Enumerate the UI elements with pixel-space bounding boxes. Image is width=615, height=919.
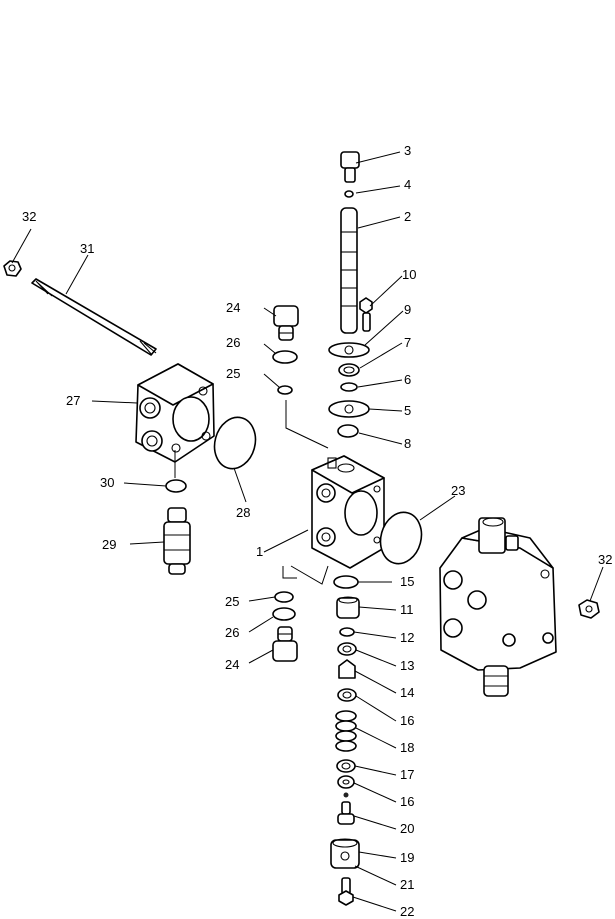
- callout-12: 12: [400, 630, 414, 645]
- callout-1: 1: [256, 544, 263, 559]
- nut-part-32-right: [578, 599, 600, 619]
- callout-26-upper: 26: [226, 335, 240, 350]
- callout-16-upper: 16: [400, 713, 414, 728]
- callout-6: 6: [404, 372, 411, 387]
- callout-20: 20: [400, 821, 414, 836]
- callout-30: 30: [100, 475, 114, 490]
- callout-13: 13: [400, 658, 414, 673]
- seat-part-14: [338, 659, 356, 679]
- cap-part-21: [330, 838, 360, 869]
- bolt-part-22: [338, 877, 354, 906]
- callout-9: 9: [404, 302, 411, 317]
- valve-assembly-view: [439, 517, 557, 697]
- callout-19: 19: [400, 850, 414, 865]
- flange-part-5: [328, 400, 370, 418]
- callout-18: 18: [400, 740, 414, 755]
- callout-32-left: 32: [22, 209, 36, 224]
- callout-5: 5: [404, 403, 411, 418]
- ring-part-4: [344, 190, 354, 198]
- callout-3: 3: [404, 143, 411, 158]
- nut-part-32-left: [3, 260, 22, 277]
- valve-cartridge-part-29: [163, 507, 191, 575]
- o-ring-part-30: [165, 479, 187, 493]
- callout-24-upper: 24: [226, 300, 240, 315]
- callout-23: 23: [451, 483, 465, 498]
- callout-28: 28: [236, 505, 250, 520]
- callout-7: 7: [404, 335, 411, 350]
- callout-numbers: 3 4 2 10 9 7 6 5 8 32 31 24 26 25 27 30 …: [22, 143, 612, 919]
- stopper-bolt-part-20: [337, 801, 355, 825]
- ring-part-13: [337, 642, 357, 656]
- end-cover-part-27: [135, 363, 215, 463]
- o-ring-part-25-upper: [277, 385, 293, 395]
- valve-body-part-1: [311, 455, 385, 569]
- leader-lines: [11, 151, 604, 912]
- ring-part-17: [336, 759, 356, 773]
- o-ring-part-26-upper: [272, 350, 298, 364]
- o-ring-part-12: [339, 627, 355, 637]
- plug-part-24-lower: [272, 626, 298, 662]
- flange-part-9: [328, 342, 370, 358]
- o-ring-part-8: [337, 424, 359, 438]
- o-ring-part-25-lower: [274, 591, 294, 603]
- o-ring-part-26-lower: [272, 607, 296, 621]
- callout-24-lower: 24: [225, 657, 239, 672]
- retainer-part-16-lower: [337, 775, 355, 789]
- callout-26-lower: 26: [225, 625, 239, 640]
- callout-22: 22: [400, 904, 414, 919]
- callout-29: 29: [102, 537, 116, 552]
- callout-2: 2: [404, 209, 411, 224]
- gasket-part-23: [379, 511, 423, 565]
- stud-bolt-part-31: [31, 278, 157, 356]
- ring-part-7: [338, 363, 360, 377]
- callout-17: 17: [400, 767, 414, 782]
- callout-27: 27: [66, 393, 80, 408]
- cap-part-11: [336, 596, 360, 619]
- bolt-part-10: [359, 297, 373, 332]
- callout-15: 15: [400, 574, 414, 589]
- o-ring-part-6: [340, 382, 358, 392]
- callout-16-lower: 16: [400, 794, 414, 809]
- spring-part-18: [335, 710, 357, 752]
- callout-31: 31: [80, 241, 94, 256]
- callout-21: 21: [400, 877, 414, 892]
- clevis-part-3: [340, 151, 360, 183]
- gasket-part-28: [213, 416, 257, 470]
- callout-4: 4: [404, 177, 411, 192]
- callout-14: 14: [400, 685, 414, 700]
- callout-25-upper: 25: [226, 366, 240, 381]
- spool-part-2: [340, 207, 358, 334]
- callout-25-lower: 25: [225, 594, 239, 609]
- callout-10: 10: [402, 267, 416, 282]
- retainer-part-16-upper: [337, 688, 357, 702]
- callout-32-right: 32: [598, 552, 612, 567]
- callout-11: 11: [400, 602, 414, 617]
- ball-part-16-detail: [343, 792, 349, 798]
- callout-8: 8: [404, 436, 411, 451]
- plug-part-24-upper: [273, 305, 299, 341]
- o-ring-part-15: [333, 575, 359, 589]
